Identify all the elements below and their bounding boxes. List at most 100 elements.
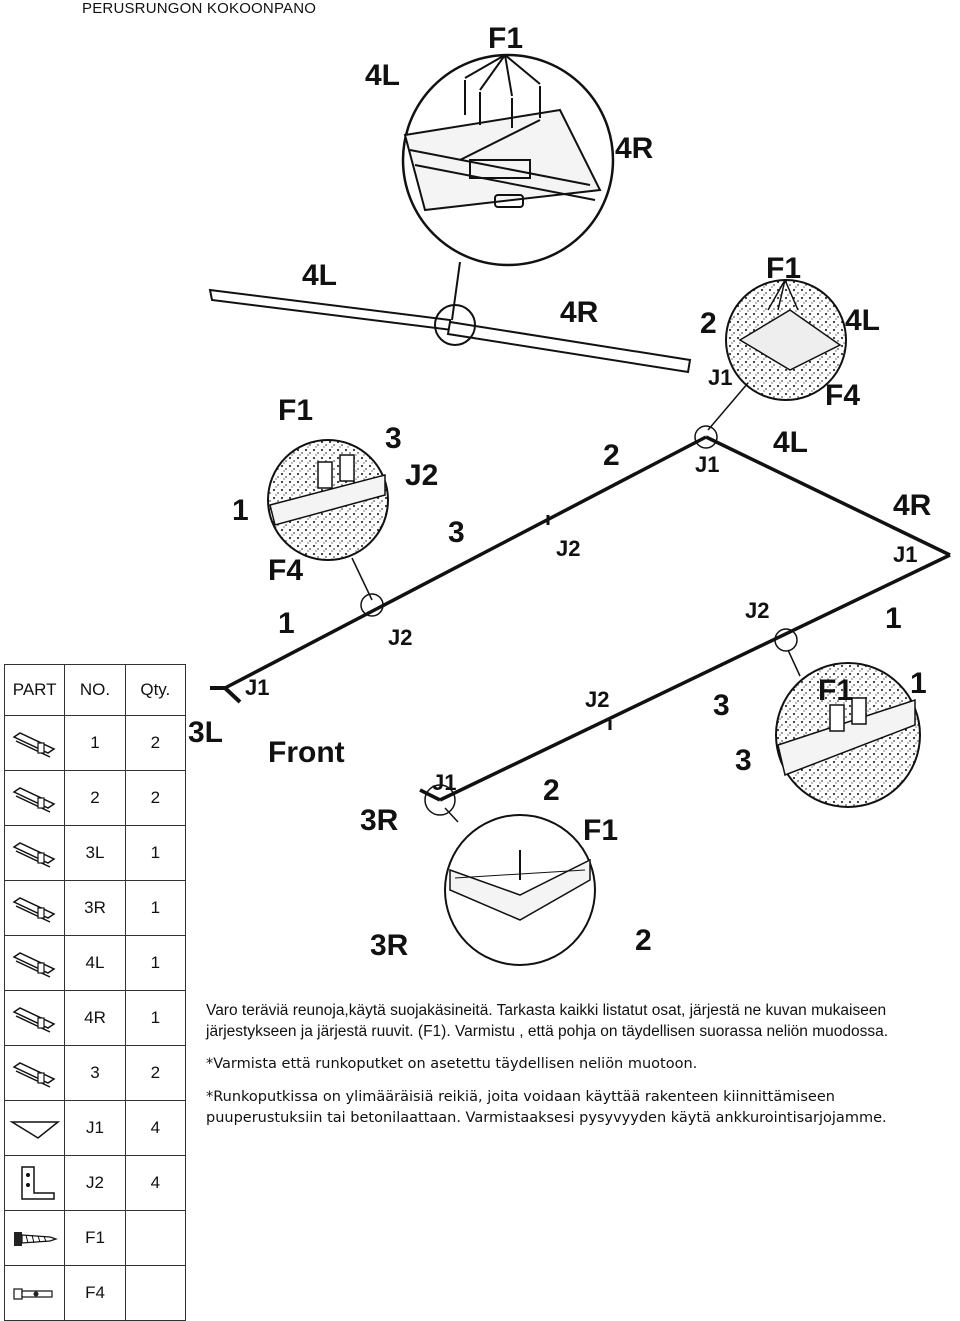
svg-text:4L: 4L [773, 426, 808, 459]
right-detail-callout [775, 649, 921, 808]
diagram-labels: F1 4L 4R 4L 4R F1 2 4L J1 F4 F1 3 J2 1 F… [188, 22, 932, 962]
top-detail-callout [401, 53, 615, 321]
svg-text:1: 1 [232, 494, 249, 527]
part-number: J1 [64, 1100, 126, 1156]
parts-row: F4 [3, 1265, 187, 1321]
part-number: J2 [64, 1155, 126, 1211]
base-frame [210, 425, 951, 816]
svg-text:2: 2 [543, 774, 560, 807]
svg-text:F4: F4 [268, 554, 303, 587]
svg-text:3R: 3R [370, 929, 409, 962]
svg-text:J1: J1 [695, 452, 719, 477]
assembly-diagram: F1 4L 4R 4L 4R F1 2 4L J1 F4 F1 3 J2 1 F… [188, 22, 951, 966]
instruction-note-1: Varo teräviä reunoja,käytä suojakäsineit… [206, 1002, 889, 1040]
svg-text:J2: J2 [556, 536, 580, 561]
part-quantity: 2 [124, 715, 187, 771]
svg-text:4R: 4R [893, 489, 932, 522]
rail-4r-icon [3, 990, 66, 1046]
parts-row: F1 [3, 1210, 187, 1266]
part-quantity: 1 [124, 825, 187, 881]
rail-3-icon [3, 1045, 66, 1101]
anchor-f4-icon [3, 1265, 66, 1321]
page-title: PERUSRUNGON KOKOONPANO [82, 0, 317, 17]
svg-text:J1: J1 [893, 542, 917, 567]
instructions: Varo teräviä reunoja,käytä suojakäsineit… [206, 1000, 956, 1129]
svg-text:4R: 4R [560, 296, 599, 329]
svg-text:3: 3 [713, 689, 730, 722]
part-number: F1 [64, 1210, 126, 1266]
part-quantity: 1 [124, 880, 187, 936]
rail-4l-4r [208, 288, 692, 374]
corner-bracket-j1-icon [3, 1100, 66, 1156]
part-number: 2 [64, 770, 126, 826]
rail-3r-icon [3, 880, 66, 936]
rail-2-icon [3, 770, 66, 826]
parts-header-no: NO. [64, 664, 126, 716]
rail-1-icon [3, 715, 66, 771]
part-quantity: 4 [124, 1155, 187, 1211]
rail-3l-icon [3, 825, 66, 881]
part-number: 3L [64, 825, 126, 881]
svg-text:F1: F1 [818, 674, 853, 707]
instruction-note-3: *Runkoputkissa on ylimääräisiä reikiä, j… [206, 1089, 887, 1126]
left-detail-callout [267, 439, 389, 601]
rail-4l-icon [3, 935, 66, 991]
svg-text:4L: 4L [302, 259, 337, 292]
bottom-detail-callout [444, 807, 596, 966]
svg-text:F1: F1 [278, 394, 313, 427]
screw-f1-icon [3, 1210, 66, 1266]
top-right-detail-callout [707, 279, 847, 431]
part-number: 4L [64, 935, 126, 991]
part-quantity: 4 [124, 1100, 187, 1156]
svg-text:2: 2 [603, 439, 620, 472]
part-quantity: 1 [124, 990, 187, 1046]
svg-text:3R: 3R [360, 804, 399, 837]
svg-text:J2: J2 [585, 687, 609, 712]
svg-text:2: 2 [635, 924, 652, 957]
svg-text:J1: J1 [708, 365, 732, 390]
parts-header-qty: Qty. [124, 664, 187, 716]
part-number: 3 [64, 1045, 126, 1101]
svg-text:F1: F1 [766, 252, 801, 285]
part-number: 1 [64, 715, 126, 771]
svg-text:4L: 4L [365, 59, 400, 92]
svg-text:J1: J1 [432, 770, 456, 795]
svg-text:J1: J1 [245, 675, 269, 700]
svg-text:1: 1 [278, 607, 295, 640]
parts-header-part: PART [3, 664, 66, 716]
svg-text:3: 3 [385, 422, 402, 455]
svg-text:3: 3 [735, 744, 752, 777]
svg-text:F1: F1 [488, 22, 523, 55]
svg-text:2: 2 [700, 307, 717, 340]
part-quantity [124, 1210, 187, 1266]
svg-text:4R: 4R [615, 132, 654, 165]
instruction-note-2: *Varmista että runkoputket on asetettu t… [206, 1056, 698, 1072]
part-number: F4 [64, 1265, 126, 1321]
bracket-j2-icon [3, 1155, 66, 1211]
svg-text:4L: 4L [845, 304, 880, 337]
svg-text:3: 3 [448, 516, 465, 549]
part-number: 4R [64, 990, 126, 1046]
part-quantity: 1 [124, 935, 187, 991]
svg-text:J2: J2 [388, 625, 412, 650]
part-quantity: 2 [124, 1045, 187, 1101]
svg-text:Front: Front [268, 736, 345, 769]
svg-text:F4: F4 [825, 379, 860, 412]
svg-text:J2: J2 [405, 459, 438, 492]
svg-text:1: 1 [885, 602, 902, 635]
svg-text:J2: J2 [745, 598, 769, 623]
part-quantity: 2 [124, 770, 187, 826]
svg-text:1: 1 [910, 667, 927, 700]
part-quantity [124, 1265, 187, 1321]
svg-text:F1: F1 [583, 814, 618, 847]
